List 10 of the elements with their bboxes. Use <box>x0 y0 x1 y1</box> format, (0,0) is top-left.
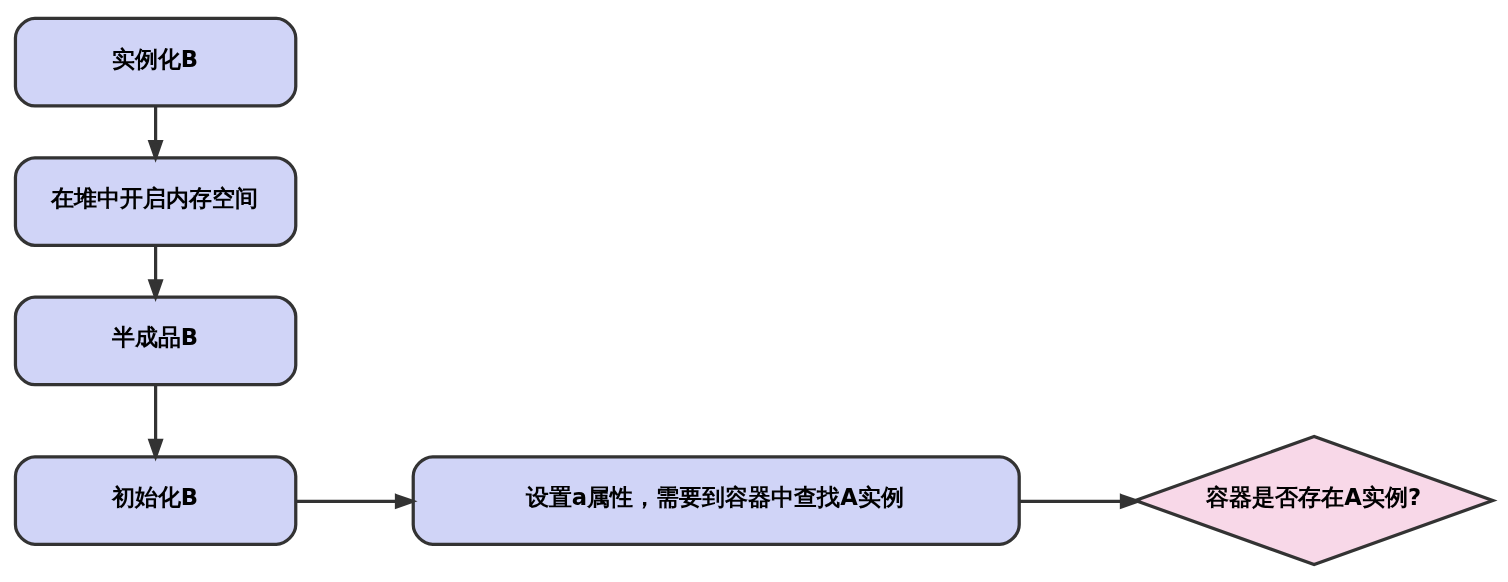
arrow <box>296 492 418 509</box>
node-box: 实例化B <box>13 16 298 108</box>
node-box: 初始化B <box>13 454 298 546</box>
node-box: 半成品B <box>13 295 298 386</box>
arrow <box>147 245 164 302</box>
node-box: 在堆中开启内存空间 <box>13 155 298 247</box>
arrow <box>1019 492 1143 509</box>
arrow <box>147 105 164 163</box>
arrow <box>147 384 164 462</box>
node-box: 设置a属性，需要到容器中查找A实例 <box>411 454 1021 546</box>
